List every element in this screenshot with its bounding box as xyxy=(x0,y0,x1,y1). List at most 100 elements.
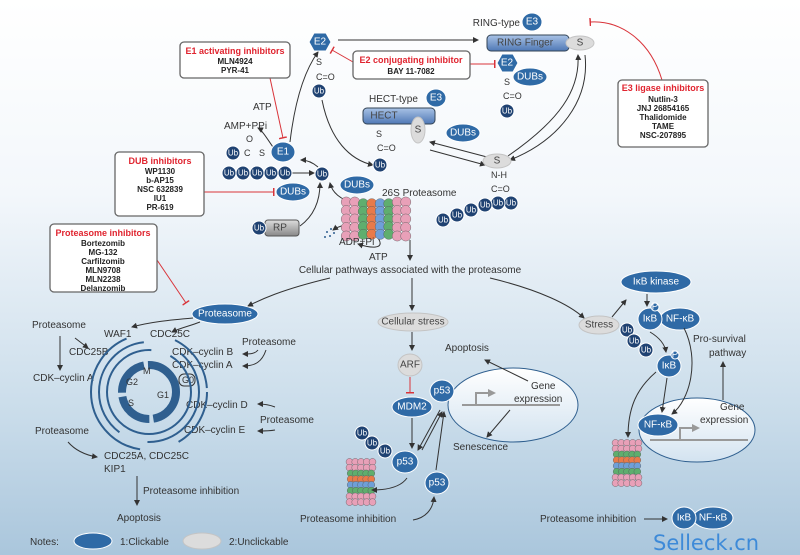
svg-text:IκB: IκB xyxy=(643,314,658,325)
svg-text:p53: p53 xyxy=(429,478,446,489)
svg-text:Ub: Ub xyxy=(375,161,386,170)
dubs-node[interactable]: DUBs xyxy=(445,123,481,143)
26s-proteasome-label: 26S Proteasome xyxy=(382,188,457,199)
regulatory-particle: RP Ub xyxy=(251,219,300,237)
g1-phase-label: G1 xyxy=(157,390,169,400)
proteasome-subunit xyxy=(400,230,412,242)
svg-text:IκB kinase: IκB kinase xyxy=(633,277,680,288)
e3-inhibitors-box[interactable]: E3 ligase inhibitors Nutlin-3 JNJ 268541… xyxy=(589,17,709,148)
arrow-ub-to-e1 xyxy=(300,157,319,168)
svg-text:MG-132: MG-132 xyxy=(89,248,118,257)
amide-label: N-H xyxy=(491,170,507,180)
svg-text:BAY 11-7082: BAY 11-7082 xyxy=(387,67,435,76)
arrow-s-to-ring xyxy=(507,54,582,157)
ring-e3-node[interactable]: E3 xyxy=(521,12,543,32)
expression-label: expression xyxy=(514,394,562,405)
dub-inhibitors-box[interactable]: DUB inhibitors WP1130 b-AP15 NSC 632839 … xyxy=(114,151,275,217)
svg-text:NF-κB: NF-κB xyxy=(666,314,695,325)
svg-text:DUB inhibitors: DUB inhibitors xyxy=(129,156,192,166)
apoptosis-label: Apoptosis xyxy=(445,343,489,354)
svg-text:JNJ 26854165: JNJ 26854165 xyxy=(637,104,690,113)
svg-text:P: P xyxy=(652,302,659,313)
svg-text:DUBs: DUBs xyxy=(344,180,370,191)
svg-text:Ub: Ub xyxy=(266,169,277,178)
ring-type-label: RING-type xyxy=(473,18,521,29)
amp-ppi-label: AMP+PPi xyxy=(224,121,267,132)
svg-text:E3 ligase inhibitors: E3 ligase inhibitors xyxy=(622,83,705,93)
arrow-e2-to-hect xyxy=(321,99,374,167)
atp-label: ATP xyxy=(253,102,272,113)
svg-text:Ub: Ub xyxy=(357,429,368,438)
e2-node[interactable]: E2 xyxy=(496,53,519,73)
svg-text:Ub: Ub xyxy=(238,169,249,178)
svg-text:Ub: Ub xyxy=(502,107,513,116)
svg-text:HECT: HECT xyxy=(370,111,397,122)
e2-node[interactable]: E2 xyxy=(308,32,332,52)
dubs-node[interactable]: DUBs xyxy=(339,175,375,195)
polyubiquitin-chain: Ub Ub Ub Ub Ub xyxy=(221,165,293,181)
nucleus xyxy=(638,397,756,463)
dubs-node[interactable]: DUBs xyxy=(512,67,548,87)
svg-text:Nutlin-3: Nutlin-3 xyxy=(648,95,678,104)
svg-text:RP: RP xyxy=(273,223,287,234)
svg-text:NF-κB: NF-κB xyxy=(699,513,728,524)
e2-inhibitors-box[interactable]: E2 conjugating inhibitor BAY 11-7082 xyxy=(329,46,496,80)
brand-watermark: Selleck.cn xyxy=(653,531,759,555)
peptide-fragments-icon xyxy=(324,228,335,238)
arrow-rp-to-ub xyxy=(299,182,323,227)
s-phase-label: S xyxy=(128,398,134,408)
p53-panel: Cellular stress ARF Gene expression Apop… xyxy=(300,312,579,525)
proteasome-label: Proteasome xyxy=(242,337,296,348)
svg-text:WP1130: WP1130 xyxy=(145,167,176,176)
proteasome-subunit xyxy=(634,479,643,487)
svg-text:E2 conjugating inhibitor: E2 conjugating inhibitor xyxy=(360,55,463,65)
svg-text:Ub: Ub xyxy=(493,199,504,208)
svg-text:Delanzomib: Delanzomib xyxy=(81,284,126,293)
cdc25b-label: CDC25B xyxy=(69,347,109,358)
proteasome-label: Proteasome xyxy=(32,320,86,331)
notes-label: Notes: xyxy=(30,537,59,548)
sulfur-label: S xyxy=(376,129,382,139)
dubs-node[interactable]: DUBs xyxy=(275,182,311,202)
proteasome-inhibition-label: Proteasome inhibition xyxy=(300,514,396,525)
arrow-ring-to-s xyxy=(509,54,587,161)
svg-text:E2: E2 xyxy=(501,58,514,69)
cdk-cyclin-b-label: CDK–cyclin B xyxy=(172,347,233,358)
hect-e3-node[interactable]: E3 xyxy=(425,88,447,108)
cellular-stress-node: Cellular stress xyxy=(377,312,449,332)
proteasome-label: Proteasome xyxy=(35,426,89,437)
p53-node[interactable]: p53 xyxy=(429,379,455,403)
mdm2-node[interactable]: MDM2 xyxy=(391,396,433,418)
svg-text:Proteasome inhibitors: Proteasome inhibitors xyxy=(55,228,150,238)
svg-text:E1 activating inhibitors: E1 activating inhibitors xyxy=(185,46,284,56)
hect-domain: HECT S xyxy=(362,107,436,144)
ikb-nfkb-complex[interactable]: NF-κB IκB xyxy=(671,506,734,530)
gene-label: Gene xyxy=(720,402,745,413)
ikb-node[interactable]: IκB P xyxy=(656,350,682,378)
g0-label: G0 xyxy=(182,375,194,385)
e1-inhibitors-box[interactable]: E1 activating inhibitors MLN4924 PYR-41 xyxy=(179,41,291,140)
svg-text:Ub: Ub xyxy=(622,326,633,335)
svg-text:PYR-41: PYR-41 xyxy=(221,66,250,75)
svg-text:Ub: Ub xyxy=(380,447,391,456)
unclickable-label: 2:Unclickable xyxy=(229,537,289,548)
svg-text:Ub: Ub xyxy=(480,201,491,210)
p53-node[interactable]: p53 xyxy=(391,450,419,474)
svg-text:b-AP15: b-AP15 xyxy=(146,176,174,185)
proteasome-inhibitors-box[interactable]: Proteasome inhibitors Bortezomib MG-132 … xyxy=(49,223,190,306)
ikb-nfkb-complex[interactable]: NF-κB IκB P xyxy=(637,302,701,331)
nfkb-node[interactable]: NF-κB xyxy=(637,413,679,437)
proteasome-node[interactable]: Proteasome xyxy=(191,303,259,325)
e1-node[interactable]: E1 xyxy=(270,141,296,163)
svg-text:E1: E1 xyxy=(277,147,290,158)
promoter-icon xyxy=(650,427,748,441)
g2-phase-label: G2 xyxy=(126,377,138,387)
cdc25a-cdc25c-label: CDC25A, CDC25C xyxy=(104,451,189,462)
p53-node[interactable]: p53 xyxy=(424,471,450,495)
svg-text:RING Finger: RING Finger xyxy=(497,38,554,49)
svg-text:S: S xyxy=(577,38,584,49)
svg-text:Ub: Ub xyxy=(314,87,325,96)
svg-text:DUBs: DUBs xyxy=(280,187,306,198)
ikb-kinase-node[interactable]: IκB kinase xyxy=(620,270,692,294)
